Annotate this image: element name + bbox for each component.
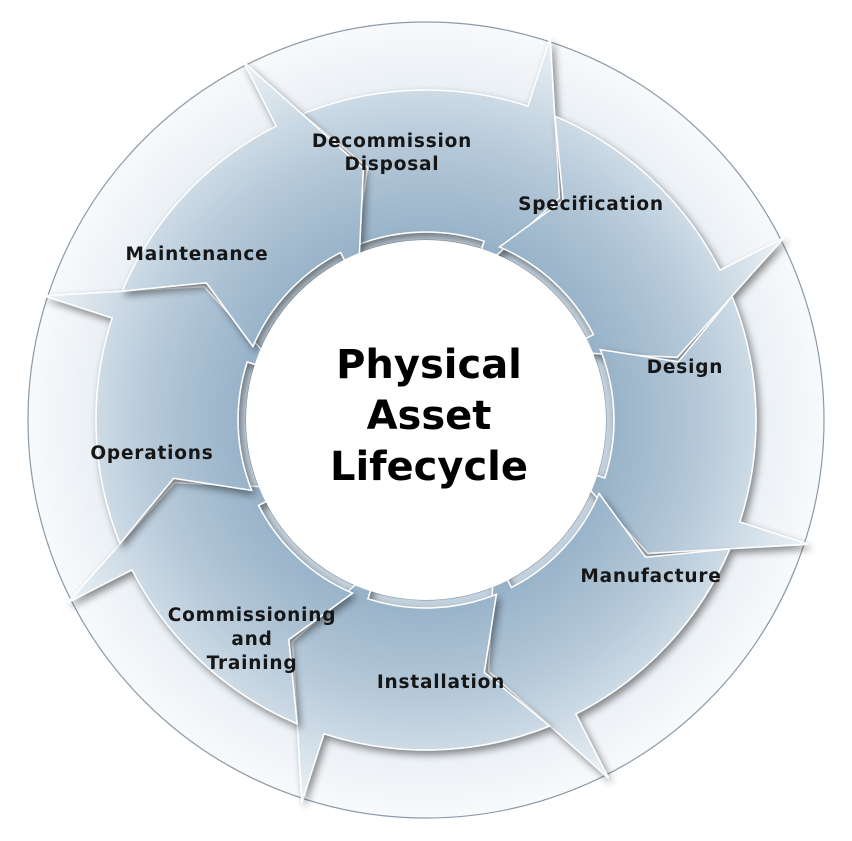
step-decommission-line-1: Decommission (312, 131, 472, 152)
step-design: Design (647, 357, 723, 378)
step-operations: Operations (90, 443, 213, 464)
arrow-manufacture (487, 491, 731, 779)
step-maintenance-label: Maintenance (126, 244, 269, 265)
step-installation: Installation (377, 672, 505, 693)
arrow-specification (497, 115, 785, 359)
arrow-maintenance (121, 61, 365, 349)
step-installation-label: Installation (377, 672, 505, 693)
inner-circle (246, 240, 606, 600)
arrow-design (566, 294, 809, 555)
arrow-commissioning (67, 481, 355, 725)
arrow-operations (43, 285, 286, 546)
step-decommission: Decommission Disposal (312, 131, 472, 175)
step-specification-label: Specification (518, 194, 664, 215)
step-commissioning: Commissioning and Training (168, 605, 337, 674)
arrow-decommission (300, 37, 561, 280)
center-title-line-1: Physical (336, 342, 522, 388)
center-title-line-2: Asset (367, 393, 492, 439)
step-specification: Specification (518, 194, 664, 215)
arrow-group (43, 37, 809, 803)
step-design-label: Design (647, 357, 723, 378)
step-operations-label: Operations (90, 443, 213, 464)
step-decommission-line-2: Disposal (345, 154, 440, 175)
step-maintenance: Maintenance (126, 244, 269, 265)
step-commissioning-line-1: Commissioning (168, 605, 337, 626)
step-commissioning-line-3: Training (207, 653, 298, 674)
step-commissioning-line-2: and (231, 629, 272, 650)
step-manufacture: Manufacture (580, 566, 721, 587)
step-manufacture-label: Manufacture (580, 566, 721, 587)
center-title-line-3: Lifecycle (330, 444, 528, 490)
center-title: Physical Asset Lifecycle (330, 342, 528, 490)
arrow-installation (291, 560, 552, 803)
